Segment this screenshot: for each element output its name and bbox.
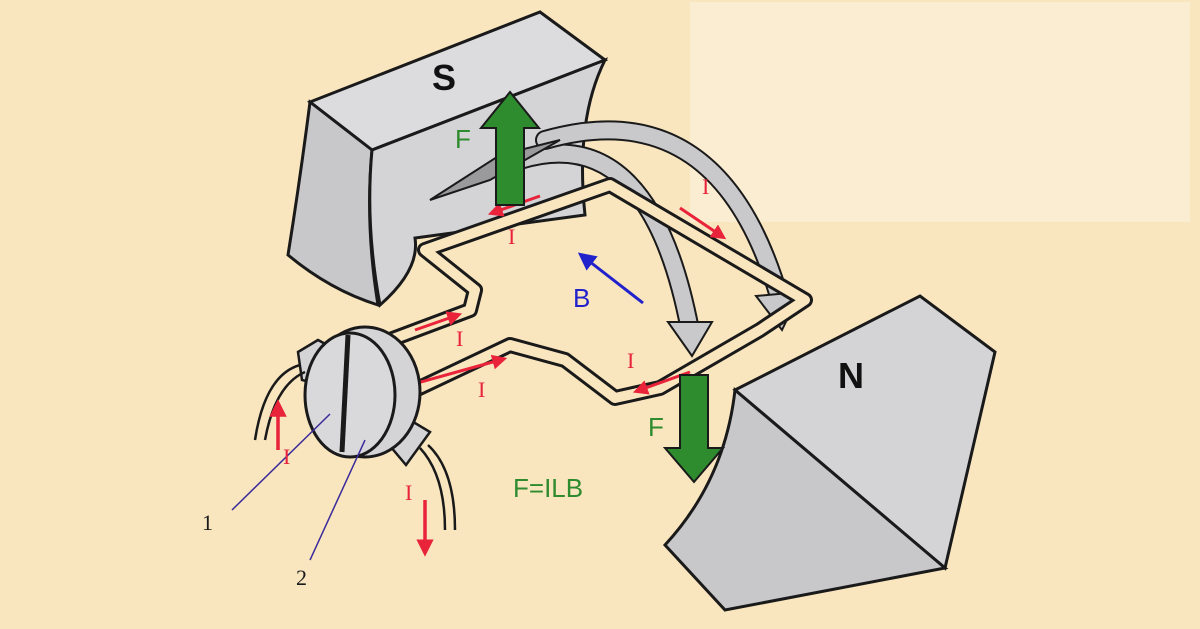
commutator	[296, 325, 432, 468]
part-2-label: 2	[296, 565, 307, 590]
background-patch	[690, 2, 1190, 222]
south-pole-label: S	[432, 57, 456, 98]
current-label: I	[405, 480, 412, 505]
magnetic-flux-lines	[429, 120, 802, 358]
current-label: I	[283, 444, 290, 469]
external-current-arrows	[269, 399, 434, 557]
current-label: I	[508, 224, 515, 249]
current-label: I	[456, 326, 463, 351]
leader-line-2	[309, 439, 366, 561]
current-label: I	[627, 348, 634, 373]
force-arrow-down	[662, 374, 726, 484]
current-arrows-on-coil	[409, 194, 727, 395]
field-arrow	[577, 252, 644, 305]
force-label-bottom: F	[648, 412, 664, 442]
brush-leads	[253, 363, 457, 531]
current-label: I	[702, 174, 709, 199]
field-label: B	[573, 283, 590, 313]
north-pole-label: N	[838, 355, 864, 396]
current-label: I	[478, 377, 485, 402]
part-1-label: 1	[202, 510, 213, 535]
south-magnet	[286, 10, 609, 308]
armature-coil	[387, 177, 813, 406]
leader-line-1	[231, 413, 331, 511]
formula-label: F=ILB	[513, 473, 583, 503]
north-magnet	[662, 294, 997, 612]
force-arrow-up	[478, 90, 542, 206]
force-label-top: F	[455, 124, 471, 154]
